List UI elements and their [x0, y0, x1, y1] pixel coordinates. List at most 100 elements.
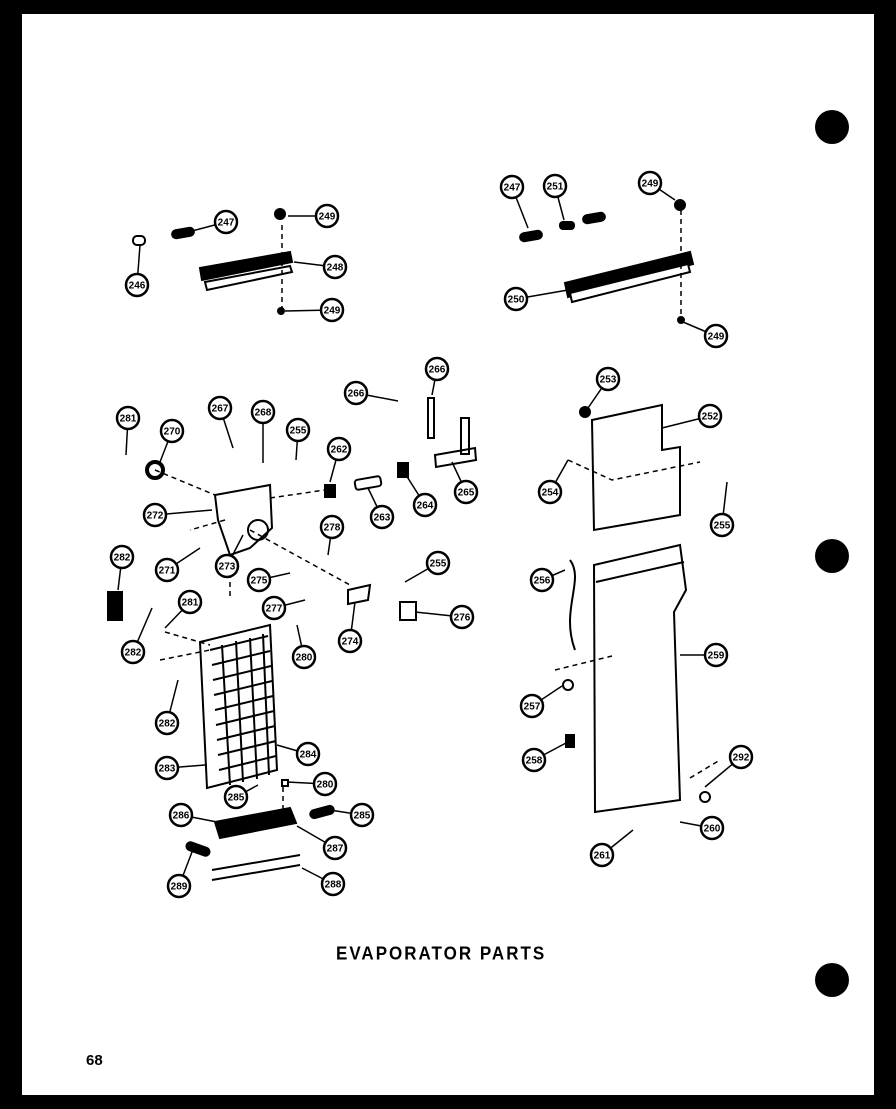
callout-260: 260: [699, 815, 725, 841]
callout-bubble: [291, 644, 317, 670]
callout-number: 280: [296, 653, 313, 664]
callout-272: 272: [142, 502, 168, 528]
callout-bubble: [120, 639, 146, 665]
callout-number: 281: [182, 598, 199, 609]
callout-bubble: [412, 492, 438, 518]
callout-number: 257: [524, 702, 541, 713]
callout-number: 265: [458, 488, 475, 499]
callout-257: 257: [519, 693, 545, 719]
callout-278: 278: [319, 514, 345, 540]
callout-bubble: [589, 842, 615, 868]
callout-275: 275: [246, 567, 272, 593]
callout-273: 273: [214, 553, 240, 579]
callout-bubble: [343, 380, 369, 406]
callout-284: 284: [295, 741, 321, 767]
callout-bubble: [214, 553, 240, 579]
callout-246: 246: [124, 272, 150, 298]
callout-number: 256: [534, 576, 551, 587]
callout-bubble: [154, 557, 180, 583]
callout-number: 247: [504, 183, 521, 194]
callout-number: 253: [600, 375, 617, 386]
callout-number: 263: [374, 513, 391, 524]
callout-number: 258: [526, 756, 543, 767]
callout-282: 282: [109, 544, 135, 570]
callout-number: 292: [733, 753, 750, 764]
callout-276: 276: [449, 604, 475, 630]
callout-249: 249: [314, 203, 340, 229]
callout-number: 266: [429, 365, 446, 376]
callout-277: 277: [261, 595, 287, 621]
callout-bubble: [166, 873, 192, 899]
callout-bubble: [728, 744, 754, 770]
callout-271: 271: [154, 557, 180, 583]
callout-number: 281: [120, 414, 137, 425]
callout-bubble: [207, 395, 233, 421]
callout-number: 249: [319, 212, 336, 223]
callout-255: 255: [709, 512, 735, 538]
callout-number: 285: [354, 811, 371, 822]
binder-hole-middle: [815, 539, 849, 573]
callout-bubble: [124, 272, 150, 298]
callout-249: 249: [703, 323, 729, 349]
callout-bubble: [142, 502, 168, 528]
top-right-rail: [519, 199, 695, 324]
callout-number: 259: [708, 651, 725, 662]
callout-bubble: [295, 741, 321, 767]
callout-number: 287: [327, 844, 344, 855]
callout-number: 282: [125, 648, 142, 659]
callout-286: 286: [168, 802, 194, 828]
callout-bubble: [314, 203, 340, 229]
callout-bubble: [250, 399, 276, 425]
callout-number: 249: [324, 306, 341, 317]
callout-number: 272: [147, 511, 164, 522]
cover-panels: [562, 403, 711, 814]
callout-bubble: [337, 628, 363, 654]
callout-280: 280: [291, 644, 317, 670]
callout-281: 281: [177, 589, 203, 615]
callout-249: 249: [319, 297, 345, 323]
callout-bubble: [499, 174, 525, 200]
callout-bubble: [285, 417, 311, 443]
callout-number: 266: [348, 389, 365, 400]
callout-number: 289: [171, 882, 188, 893]
callout-252: 252: [697, 403, 723, 429]
callout-bubble: [319, 297, 345, 323]
callout-bubble: [326, 436, 352, 462]
callout-bubble: [529, 567, 555, 593]
callout-number: 267: [212, 404, 229, 415]
callout-bubble: [168, 802, 194, 828]
evaporator-bracket-assembly: [107, 397, 478, 621]
callout-253: 253: [595, 366, 621, 392]
callout-bubble: [369, 504, 395, 530]
callout-number: 252: [702, 412, 719, 423]
callout-number: 283: [159, 764, 176, 775]
callout-number: 270: [164, 427, 181, 438]
callout-bubble: [595, 366, 621, 392]
callout-254: 254: [537, 479, 563, 505]
callout-255: 255: [425, 550, 451, 576]
callout-bubble: [503, 286, 529, 312]
callout-bubble: [320, 871, 346, 897]
callout-number: 255: [714, 521, 731, 532]
callout-bubble: [115, 405, 141, 431]
callout-255: 255: [285, 417, 311, 443]
callout-number: 275: [251, 576, 268, 587]
callout-number: 282: [114, 553, 131, 564]
parts-page: [22, 14, 874, 1095]
callout-bubble: [449, 604, 475, 630]
callout-number: 276: [454, 613, 471, 624]
callout-number: 273: [219, 562, 236, 573]
callout-bubble: [709, 512, 735, 538]
callout-number: 286: [173, 811, 190, 822]
callout-number: 254: [542, 488, 559, 499]
assembly-lines: [154, 210, 721, 810]
callout-number: 250: [508, 295, 525, 306]
callout-280: 280: [312, 771, 338, 797]
callout-266: 266: [343, 380, 369, 406]
callout-bubble: [223, 784, 249, 810]
callout-247: 247: [213, 209, 239, 235]
callout-bubble: [213, 209, 239, 235]
callout-270: 270: [159, 418, 185, 444]
top-left-rail: [132, 208, 294, 315]
